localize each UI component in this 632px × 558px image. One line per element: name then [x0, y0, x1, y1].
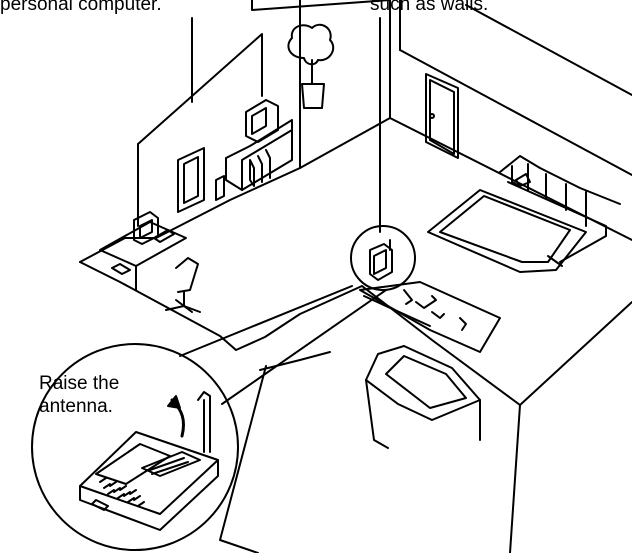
leader-lines: [192, 18, 380, 232]
chair-icon: [166, 258, 200, 312]
inner-walls: [300, 0, 632, 240]
caption-personal-computer: personal computer.: [0, 0, 162, 16]
door-icon: [426, 74, 458, 158]
caption-raise-antenna-line2: antenna.: [39, 395, 119, 418]
caption-raise-antenna-line1: Raise the: [39, 372, 119, 395]
caption-raise-antenna: Raise the antenna.: [39, 372, 119, 418]
cabinet: [216, 100, 292, 200]
plant-icon: [288, 25, 333, 108]
caption-walls: such as walls.: [370, 0, 488, 16]
sofa-icon: [500, 156, 620, 266]
partition-panel: [138, 34, 262, 226]
armchair: [366, 346, 480, 448]
base-unit-highlight: [351, 226, 415, 290]
